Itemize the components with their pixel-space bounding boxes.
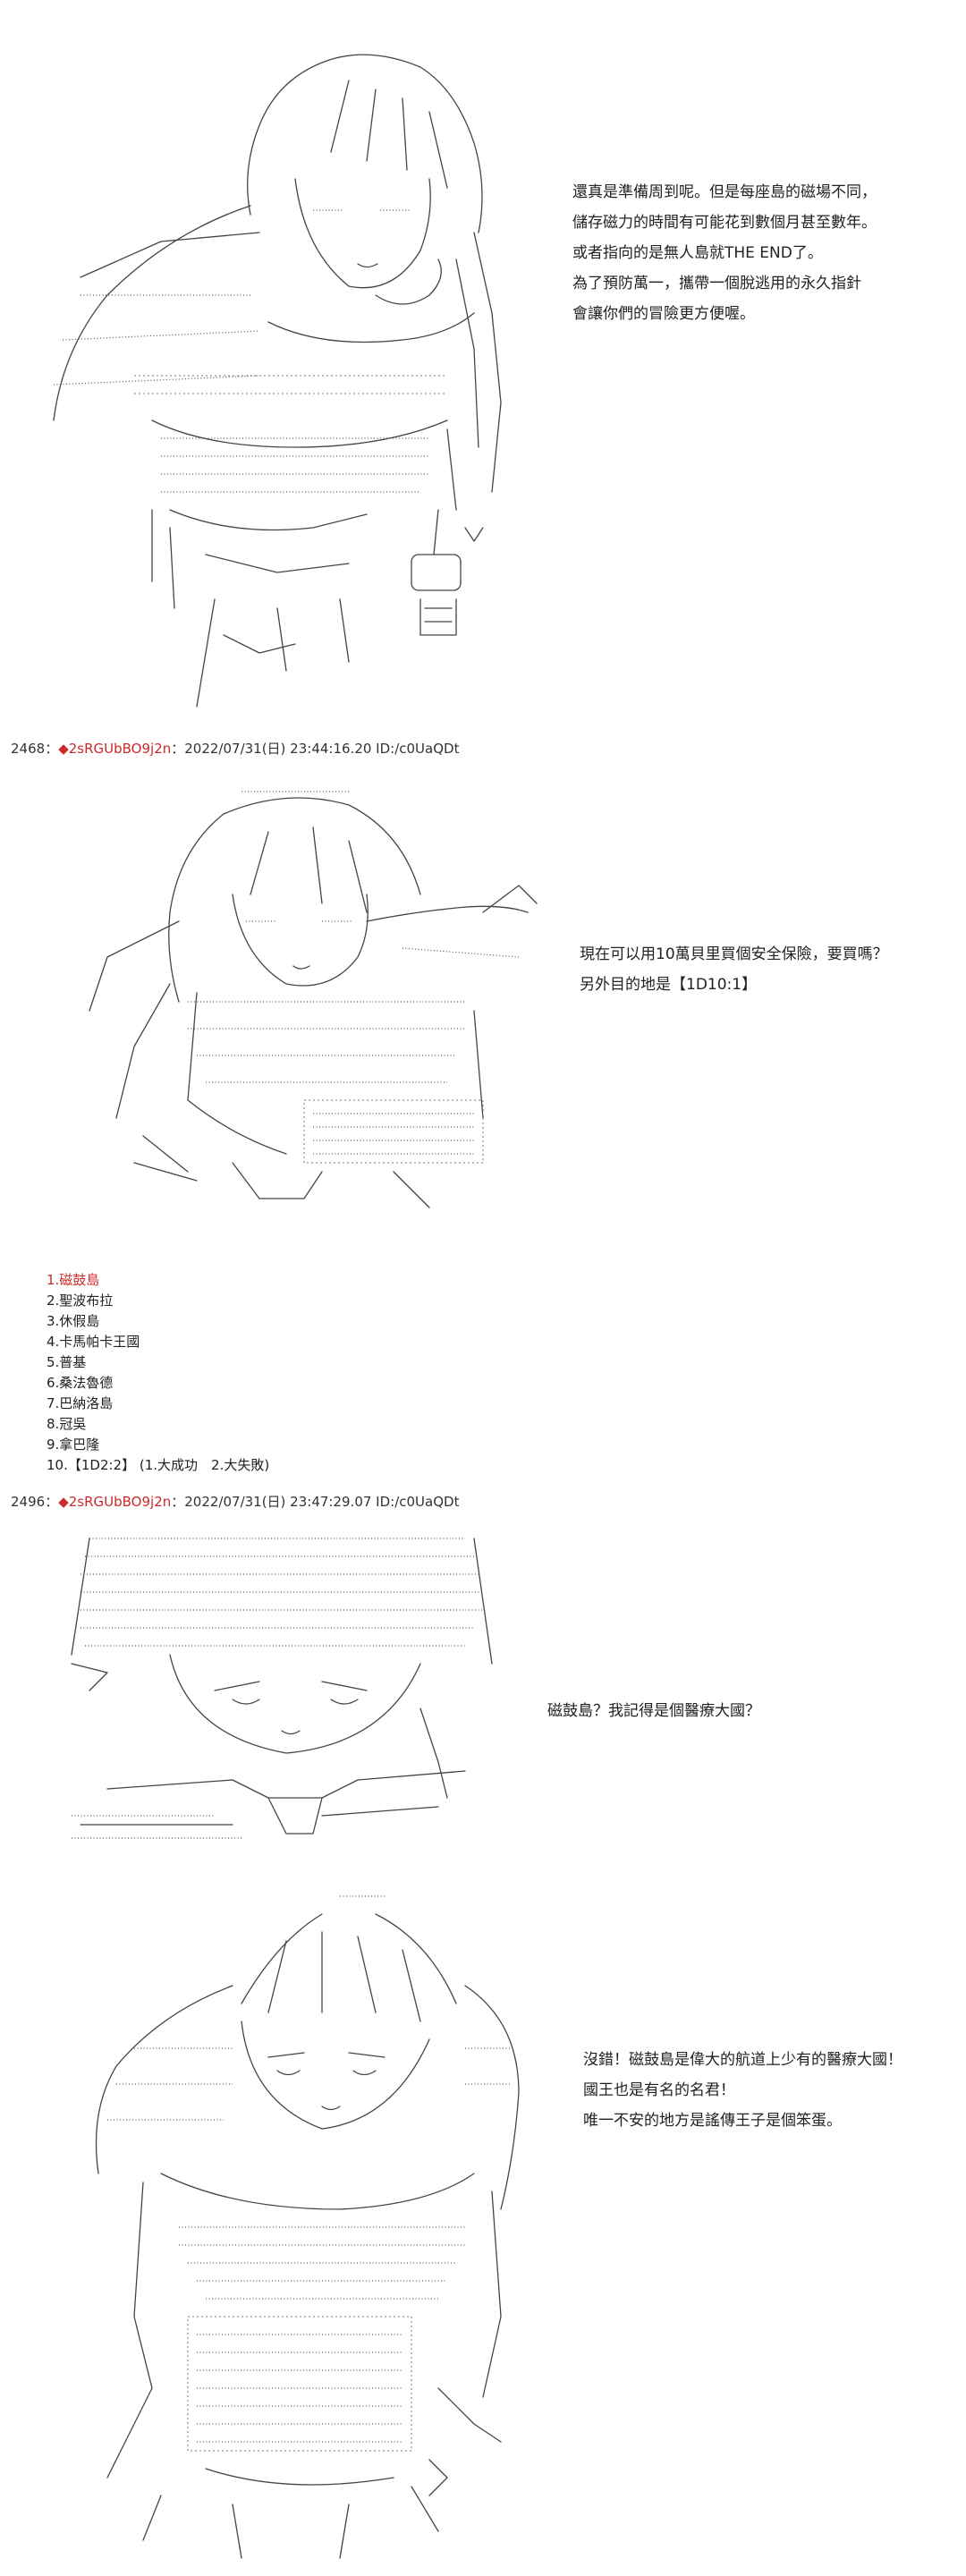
dialogue-line: 唯一不安的地方是謠傳王子是個笨蛋。: [583, 2112, 842, 2130]
ascii-art-figure-1: [27, 27, 528, 716]
choice-item: 10.【1D2:2】 (1.大成功 2.大失敗): [47, 1457, 270, 1473]
tripcode-diamond-icon: ◆: [58, 1494, 69, 1510]
post-number: 2468: [11, 741, 46, 757]
choice-item: 6.桑法魯德: [47, 1375, 114, 1391]
choice-item: 7.巴納洛島: [47, 1395, 114, 1411]
dialogue-line: 儲存磁力的時間有可能花到數個月甚至數年。: [572, 214, 877, 232]
post-number: 2496: [11, 1494, 46, 1510]
dialogue-line: 還真是準備周到呢。但是每座島的磁場不同，: [572, 183, 877, 201]
panel-4: 沒錯！磁鼓島是偉大的航道上少有的醫療大國！ 國王也是有名的名君！ 唯一不安的地方…: [0, 1878, 966, 2576]
panel-3: 磁鼓島？我記得是個醫療大國？: [0, 1521, 966, 1860]
dialogue-text: 沒錯！磁鼓島是偉大的航道上少有的醫療大國！ 國王也是有名的名君！ 唯一不安的地方…: [583, 2045, 902, 2136]
dialogue-text: 現在可以用10萬貝里買個安全保險，要買嗎？ 另外目的地是【1D10:1】: [580, 939, 888, 1000]
choice-item: 3.休假島: [47, 1313, 100, 1329]
dialogue-line: 國王也是有名的名君！: [583, 2081, 735, 2099]
panel-2: 現在可以用10萬貝里買個安全保險，要買嗎？ 另外目的地是【1D10:1】: [0, 769, 966, 1270]
dialogue-text: 還真是準備周到呢。但是每座島的磁場不同， 儲存磁力的時間有可能花到數個月甚至數年…: [572, 177, 877, 329]
destination-choice-list: 1.磁鼓島 2.聖波布拉 3.休假島 4.卡馬帕卡王國 5.普基 6.桑法魯德 …: [47, 1270, 269, 1476]
dialogue-line: 為了預防萬一，攜帶一個脫逃用的永久指針: [572, 275, 861, 292]
choice-item: 4.卡馬帕卡王國: [47, 1334, 140, 1350]
dialogue-line: 沒錯！磁鼓島是偉大的航道上少有的醫療大國！: [583, 2051, 902, 2069]
ascii-art-figure-2: [54, 778, 555, 1225]
post-separator: ：: [45, 741, 59, 757]
poster-name[interactable]: 2sRGUbBO9j2n: [68, 741, 172, 757]
tripcode-diamond-icon: ◆: [58, 741, 69, 757]
post-meta: ：2022/07/31(日) 23:47:29.07 ID:/c0UaQDt: [171, 1494, 460, 1510]
dialogue-text: 磁鼓島？我記得是個醫療大國？: [547, 1696, 760, 1726]
post-header: 2496：◆2sRGUbBO9j2n：2022/07/31(日) 23:47:2…: [11, 1492, 459, 1511]
choice-item: 8.冠吳: [47, 1416, 87, 1432]
dialogue-line: 另外目的地是【1D10:1】: [580, 976, 758, 994]
panel-1: 還真是準備周到呢。但是每座島的磁場不同， 儲存磁力的時間有可能花到數個月甚至數年…: [0, 0, 966, 733]
dialogue-line: 或者指向的是無人島就THE END了。: [572, 244, 823, 262]
ascii-art-figure-3: [54, 1530, 519, 1852]
post-header: 2468：◆2sRGUbBO9j2n：2022/07/31(日) 23:44:1…: [11, 739, 459, 758]
choice-item: 2.聖波布拉: [47, 1292, 114, 1309]
choice-item: 1.磁鼓島: [47, 1272, 100, 1288]
post-meta: ：2022/07/31(日) 23:44:16.20 ID:/c0UaQDt: [171, 741, 460, 757]
dialogue-line: 現在可以用10萬貝里買個安全保險，要買嗎？: [580, 945, 888, 963]
dialogue-line: 磁鼓島？我記得是個醫療大國？: [547, 1702, 760, 1720]
choice-item: 5.普基: [47, 1354, 87, 1370]
dialogue-line: 會讓你們的冒險更方便喔。: [572, 305, 755, 323]
poster-name[interactable]: 2sRGUbBO9j2n: [68, 1494, 172, 1510]
choice-item: 9.拿巴隆: [47, 1436, 100, 1453]
post-separator: ：: [45, 1494, 59, 1510]
ascii-art-figure-4: [54, 1887, 555, 2567]
